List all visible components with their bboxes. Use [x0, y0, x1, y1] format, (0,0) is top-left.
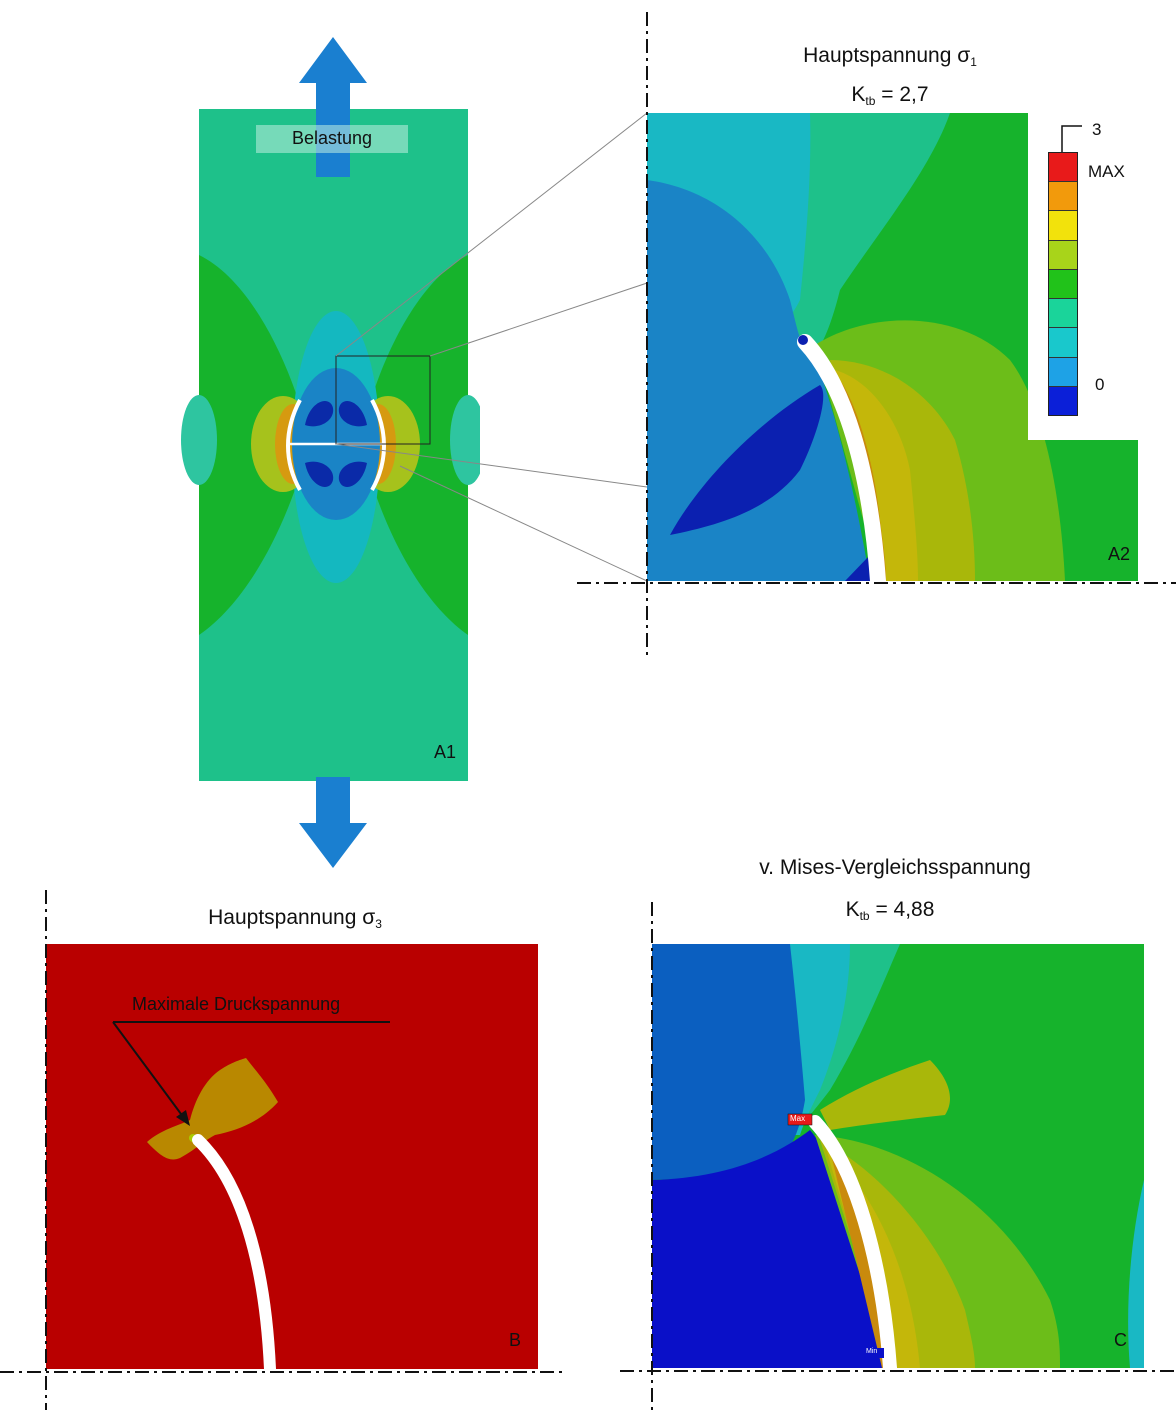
connector-line-4 [399, 465, 648, 582]
load-label-box [256, 125, 408, 153]
a2-crack-tip [798, 335, 808, 345]
a1-edge-lobe-left [181, 395, 217, 485]
legend-label-zero: 0 [1095, 375, 1105, 394]
b-background [46, 944, 538, 1369]
a2-zone-darkblue [670, 385, 824, 535]
b-title-main: Hauptspannung σ [208, 906, 376, 929]
c-zone-orange [830, 1150, 892, 1368]
connector-line-3 [335, 443, 648, 488]
legend-swatch [1049, 386, 1077, 415]
a2-zone-blue [647, 180, 870, 581]
legend-swatch [1049, 328, 1077, 358]
a1-petal-ll [305, 461, 334, 487]
c-zone-blue [652, 944, 805, 1180]
b-crack [192, 1134, 276, 1375]
panel-a2-contour [577, 12, 1176, 660]
c-max-tag: Max [790, 1114, 806, 1123]
panel-a2-label: A2 [1108, 544, 1131, 564]
c-k-label: K [845, 898, 860, 921]
a1-crack-right [370, 399, 386, 491]
c-zone-darkblue [652, 1130, 885, 1368]
panel-a1-label: A1 [434, 742, 457, 762]
b-annotation-leader [112, 1021, 185, 1119]
a1-detail-box [335, 355, 431, 445]
panel-c-label: C [1114, 1330, 1127, 1350]
b-compression-patch [147, 1058, 278, 1160]
legend-swatch [1049, 211, 1077, 241]
c-k-number: = 4,88 [869, 898, 935, 921]
panel-a2-k-value: Ktb = 2,7 [790, 83, 990, 108]
c-zone-olive-upper [820, 1060, 950, 1130]
load-label: Belastung [291, 128, 373, 148]
a2-k-sub: tb [865, 94, 876, 108]
legend-top-tick [1061, 125, 1082, 152]
panel-c-title: v. Mises-Vergleichsspannung [759, 856, 1031, 879]
c-max-tag-box [787, 1113, 813, 1126]
zoom-connector-lines [335, 112, 648, 582]
a2-k-number: = 2,7 [875, 83, 929, 106]
panel-b-title: Hauptspannung σ3 [160, 906, 430, 931]
a2-zone-darkblue-bottom [845, 555, 875, 581]
connector-line-1 [335, 112, 648, 357]
legend-tick-lines [1061, 125, 1082, 152]
legend-label-max: MAX [1088, 162, 1125, 181]
legend-swatch [1049, 269, 1077, 300]
legend-label-top: 3 [1092, 120, 1102, 139]
panel-b-label: B [509, 1330, 522, 1350]
panel-b-contour [0, 890, 566, 1410]
panel-c-k-value: Ktb = 4,88 [790, 898, 990, 923]
legend-swatch [1049, 299, 1077, 329]
c-crack [808, 1115, 897, 1368]
c-zone-cyan-right [1128, 1180, 1144, 1368]
load-arrow-down [299, 777, 367, 868]
a2-crack [797, 334, 886, 581]
a2-title-sub: 1 [970, 55, 977, 69]
a1-petal-ur [338, 401, 367, 427]
a2-title-main: Hauptspannung σ [803, 44, 971, 67]
panel-a1-plate [181, 37, 480, 868]
b-title-sub: 3 [375, 917, 382, 931]
panel-a2-title: Hauptspannung σ1 [760, 44, 1020, 69]
a1-crack-left [286, 399, 302, 491]
color-legend [1048, 152, 1078, 416]
c-min-tag: Min [866, 1348, 878, 1355]
c-min-tag-box [864, 1348, 884, 1358]
b-annotation-text: Maximale Druckspannung [132, 994, 341, 1014]
panel-c-contour [620, 902, 1176, 1410]
legend-swatch [1049, 182, 1077, 212]
a1-petal-ul [305, 401, 334, 427]
connector-line-2 [429, 282, 648, 357]
a1-petal-lr [338, 461, 367, 487]
legend-swatch [1049, 240, 1077, 270]
c-k-sub: tb [859, 909, 870, 923]
legend-swatch [1049, 153, 1077, 183]
a2-k-label: K [851, 83, 866, 106]
b-annotation-arrowhead [176, 1110, 190, 1126]
legend-swatch [1049, 357, 1077, 387]
